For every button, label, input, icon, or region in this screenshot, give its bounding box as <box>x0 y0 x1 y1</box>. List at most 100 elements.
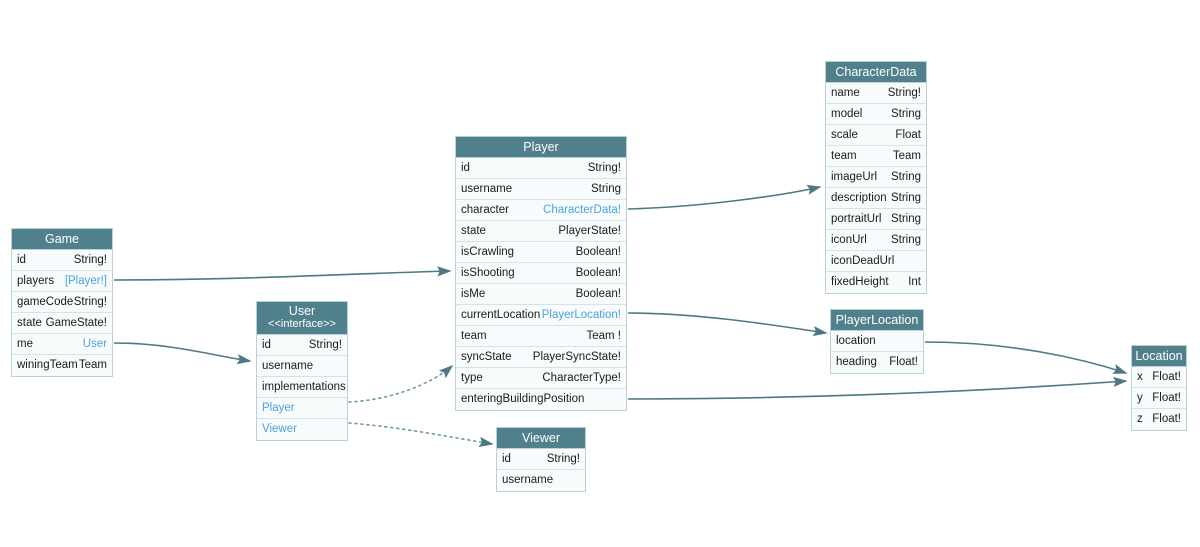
table-row[interactable]: description String <box>826 188 926 209</box>
table-row[interactable]: x Float! <box>1132 367 1186 388</box>
field-name: team <box>461 330 487 342</box>
field-name: imageUrl <box>831 171 878 183</box>
entity-game[interactable]: Game id String! players [Player!] gameCo… <box>11 228 113 377</box>
field-type: Int <box>908 276 921 288</box>
field-type: Team <box>78 359 107 371</box>
implementation-name[interactable]: Viewer <box>262 423 297 435</box>
implementation-player[interactable]: Player <box>257 398 347 419</box>
field-name: scale <box>831 129 858 141</box>
table-row[interactable]: syncState PlayerSyncState! <box>456 347 626 368</box>
entity-player-title: Player <box>456 137 626 158</box>
table-row[interactable]: gameCode String! <box>12 292 112 313</box>
table-row[interactable]: type CharacterType! <box>456 368 626 389</box>
table-row[interactable]: model String <box>826 104 926 125</box>
field-type: PlayerSyncState! <box>532 351 621 363</box>
field-name: username <box>461 183 513 195</box>
table-row[interactable]: id String! <box>456 158 626 179</box>
field-type: Boolean! <box>575 267 621 279</box>
table-row[interactable]: z Float! <box>1132 409 1186 430</box>
table-row[interactable]: scale Float <box>826 125 926 146</box>
field-type: PlayerState! <box>558 225 621 237</box>
table-row[interactable]: currentLocation PlayerLocation! <box>456 305 626 326</box>
table-row[interactable]: isCrawling Boolean! <box>456 242 626 263</box>
table-row[interactable]: imageUrl String <box>826 167 926 188</box>
table-row[interactable]: username String <box>257 356 347 377</box>
field-name: z <box>1137 413 1143 425</box>
field-type: Team ! <box>586 330 621 342</box>
field-type: Float! <box>889 356 918 368</box>
table-row[interactable]: team Team ! <box>456 326 626 347</box>
field-name: isShooting <box>461 267 515 279</box>
field-type: Float! <box>1152 392 1181 404</box>
field-type: Boolean! <box>575 246 621 258</box>
table-row[interactable]: y Float! <box>1132 388 1186 409</box>
table-row[interactable]: location Location! <box>831 331 923 352</box>
implementation-viewer[interactable]: Viewer <box>257 419 347 440</box>
table-row[interactable]: username String <box>456 179 626 200</box>
implementation-name[interactable]: Player <box>262 402 295 414</box>
table-row[interactable]: character CharacterData! <box>456 200 626 221</box>
table-row[interactable]: winingTeam Team <box>12 355 112 376</box>
field-name: id <box>461 162 470 174</box>
field-name: portraitUrl <box>831 213 882 225</box>
table-row[interactable]: id String! <box>497 449 585 470</box>
table-row[interactable]: state PlayerState! <box>456 221 626 242</box>
table-row[interactable]: heading Float! <box>831 352 923 373</box>
table-row[interactable]: players [Player!] <box>12 271 112 292</box>
field-type: String! <box>587 162 621 174</box>
table-row[interactable]: fixedHeight Int <box>826 272 926 293</box>
table-row[interactable]: id String! <box>12 250 112 271</box>
field-type[interactable]: [Player!] <box>64 275 107 287</box>
field-name: name <box>831 87 860 99</box>
table-row[interactable]: username String <box>497 470 585 491</box>
entity-character-data[interactable]: CharacterData name String! model String … <box>825 61 927 294</box>
field-type: String <box>590 183 621 195</box>
table-row[interactable]: state GameState! <box>12 313 112 334</box>
table-row[interactable]: iconUrl String <box>826 230 926 251</box>
entity-player-location[interactable]: PlayerLocation location Location! headin… <box>830 309 924 374</box>
field-name: location <box>836 335 876 347</box>
field-name: state <box>17 317 42 329</box>
entity-location[interactable]: Location x Float! y Float! z Float! <box>1131 345 1187 431</box>
entity-user[interactable]: User <<interface>> id String! username S… <box>256 301 348 441</box>
table-row[interactable]: me User <box>12 334 112 355</box>
table-row[interactable]: isMe Boolean! <box>456 284 626 305</box>
field-type[interactable]: CharacterData! <box>543 204 621 216</box>
field-type[interactable]: Location <box>578 409 621 410</box>
field-name: character <box>461 204 509 216</box>
field-name: type <box>461 372 483 384</box>
field-name: id <box>502 453 511 465</box>
entity-player[interactable]: Player id String! username String charac… <box>455 136 627 411</box>
field-name: description <box>831 192 887 204</box>
field-type: CharacterType! <box>542 372 621 384</box>
field-type: String! <box>73 254 107 266</box>
field-type: String! <box>73 296 107 308</box>
edge-game-players-to-player <box>113 266 452 281</box>
edge-game-me-to-user <box>113 342 252 365</box>
edge-playerlocation-location-to-location <box>924 341 1128 374</box>
field-name: username <box>502 474 554 486</box>
field-name: team <box>831 150 857 162</box>
field-type: Float! <box>1152 371 1181 383</box>
table-row[interactable]: name String! <box>826 83 926 104</box>
field-name: iconUrl <box>831 234 867 246</box>
field-name: gameCode <box>17 296 74 308</box>
implementations-label: implementations <box>257 377 347 398</box>
table-row[interactable]: portraitUrl String <box>826 209 926 230</box>
field-type: String <box>890 234 921 246</box>
field-type: String! <box>887 87 921 99</box>
table-row[interactable]: id String! <box>257 335 347 356</box>
entity-player-location-title: PlayerLocation <box>831 310 923 331</box>
entity-user-title-text: User <box>288 304 316 318</box>
edge-player-character-to-characterdata <box>627 184 822 210</box>
field-name: fixedHeight <box>831 276 889 288</box>
field-type: Team <box>892 150 921 162</box>
field-type[interactable]: User <box>82 338 107 350</box>
field-type[interactable]: PlayerLocation! <box>541 309 621 321</box>
entity-viewer[interactable]: Viewer id String! username String <box>496 427 586 492</box>
table-row[interactable]: iconDeadUrl String <box>826 251 926 272</box>
table-row[interactable]: enteringBuildingPosition Location <box>456 389 626 410</box>
table-row[interactable]: team Team <box>826 146 926 167</box>
table-row[interactable]: isShooting Boolean! <box>456 263 626 284</box>
